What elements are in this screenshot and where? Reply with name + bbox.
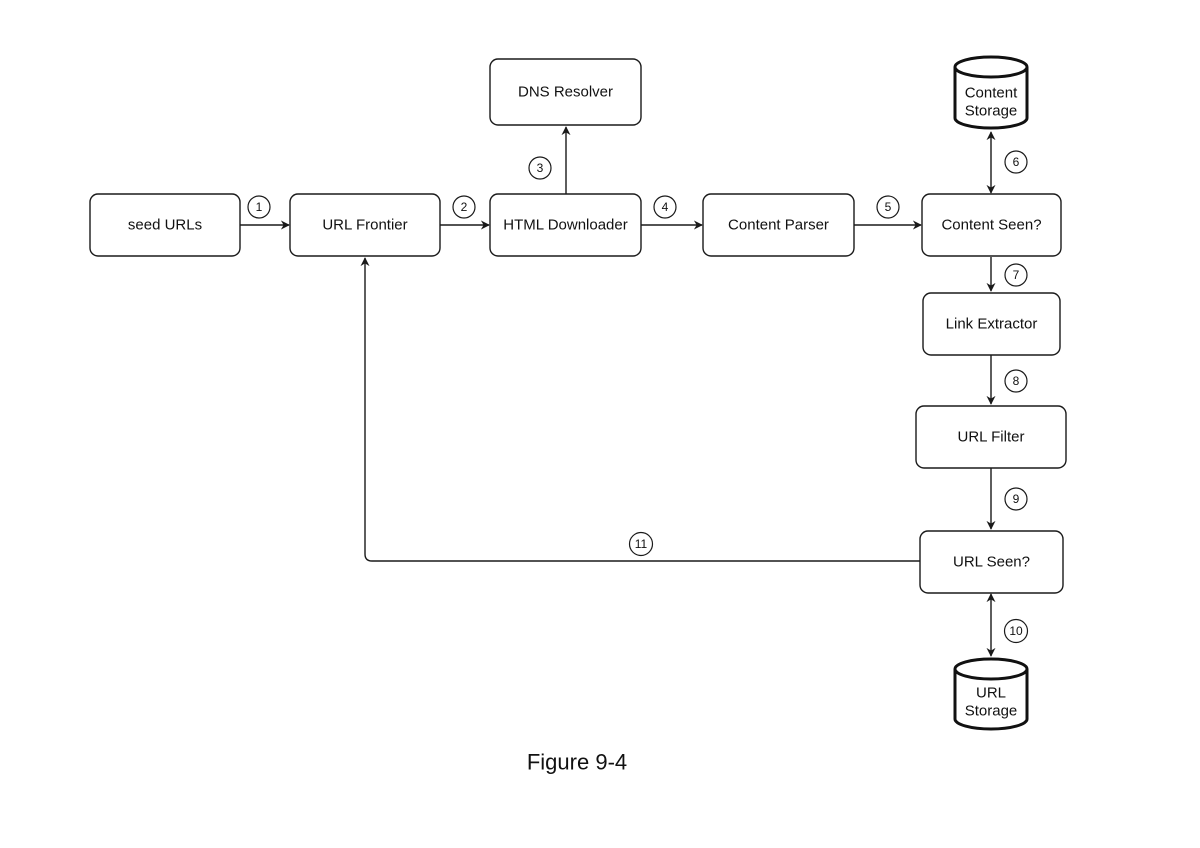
step-5-label: 5 [885,200,892,214]
step-11-marker: 11 [628,531,654,557]
step-3-label: 3 [537,161,544,175]
url-frontier-label: URL Frontier [322,217,407,234]
content-storage-database: Content Storage [953,55,1029,130]
content-storage-label-line2: Storage [965,103,1018,120]
url-storage-label-line1: URL [976,685,1006,702]
content-seen-node: Content Seen? [921,193,1062,257]
seed-urls-label: seed URLs [128,217,202,234]
step-2-label: 2 [461,200,468,214]
content-parser-node: Content Parser [702,193,855,257]
edge-url-seen-to-frontier [360,257,920,562]
step-6-marker: 6 [1004,150,1028,174]
step-1-marker: 1 [247,195,271,219]
link-extractor-label: Link Extractor [946,316,1038,333]
url-storage-database: URL Storage [953,657,1029,731]
dns-resolver-node: DNS Resolver [489,58,642,126]
content-parser-label: Content Parser [728,217,829,234]
step-1-label: 1 [256,200,263,214]
step-2-marker: 2 [452,195,476,219]
url-filter-node: URL Filter [915,405,1067,469]
url-storage-label-line2: Storage [965,703,1018,720]
html-downloader-node: HTML Downloader [489,193,642,257]
step-9-label: 9 [1013,492,1020,506]
url-frontier-node: URL Frontier [289,193,441,257]
step-10-label: 10 [1009,624,1023,638]
step-5-marker: 5 [876,195,900,219]
step-3-marker: 3 [528,156,552,180]
step-11-label: 11 [635,537,648,551]
step-7-label: 7 [1013,268,1020,282]
content-storage-label-line1: Content [965,85,1018,102]
seed-urls-node: seed URLs [89,193,241,257]
step-8-marker: 8 [1004,369,1028,393]
figure-caption: Figure 9-4 [527,750,627,775]
url-seen-node: URL Seen? [919,530,1064,594]
html-downloader-label: HTML Downloader [503,217,628,234]
link-extractor-node: Link Extractor [922,292,1061,356]
url-seen-label: URL Seen? [953,554,1030,571]
step-10-marker: 10 [1003,618,1029,644]
step-7-marker: 7 [1004,263,1028,287]
step-4-label: 4 [662,200,669,214]
step-4-marker: 4 [653,195,677,219]
step-8-label: 8 [1013,374,1020,388]
content-seen-label: Content Seen? [941,217,1041,234]
dns-resolver-label: DNS Resolver [518,84,613,101]
url-filter-label: URL Filter [958,429,1025,446]
step-6-label: 6 [1013,155,1020,169]
step-9-marker: 9 [1004,487,1028,511]
